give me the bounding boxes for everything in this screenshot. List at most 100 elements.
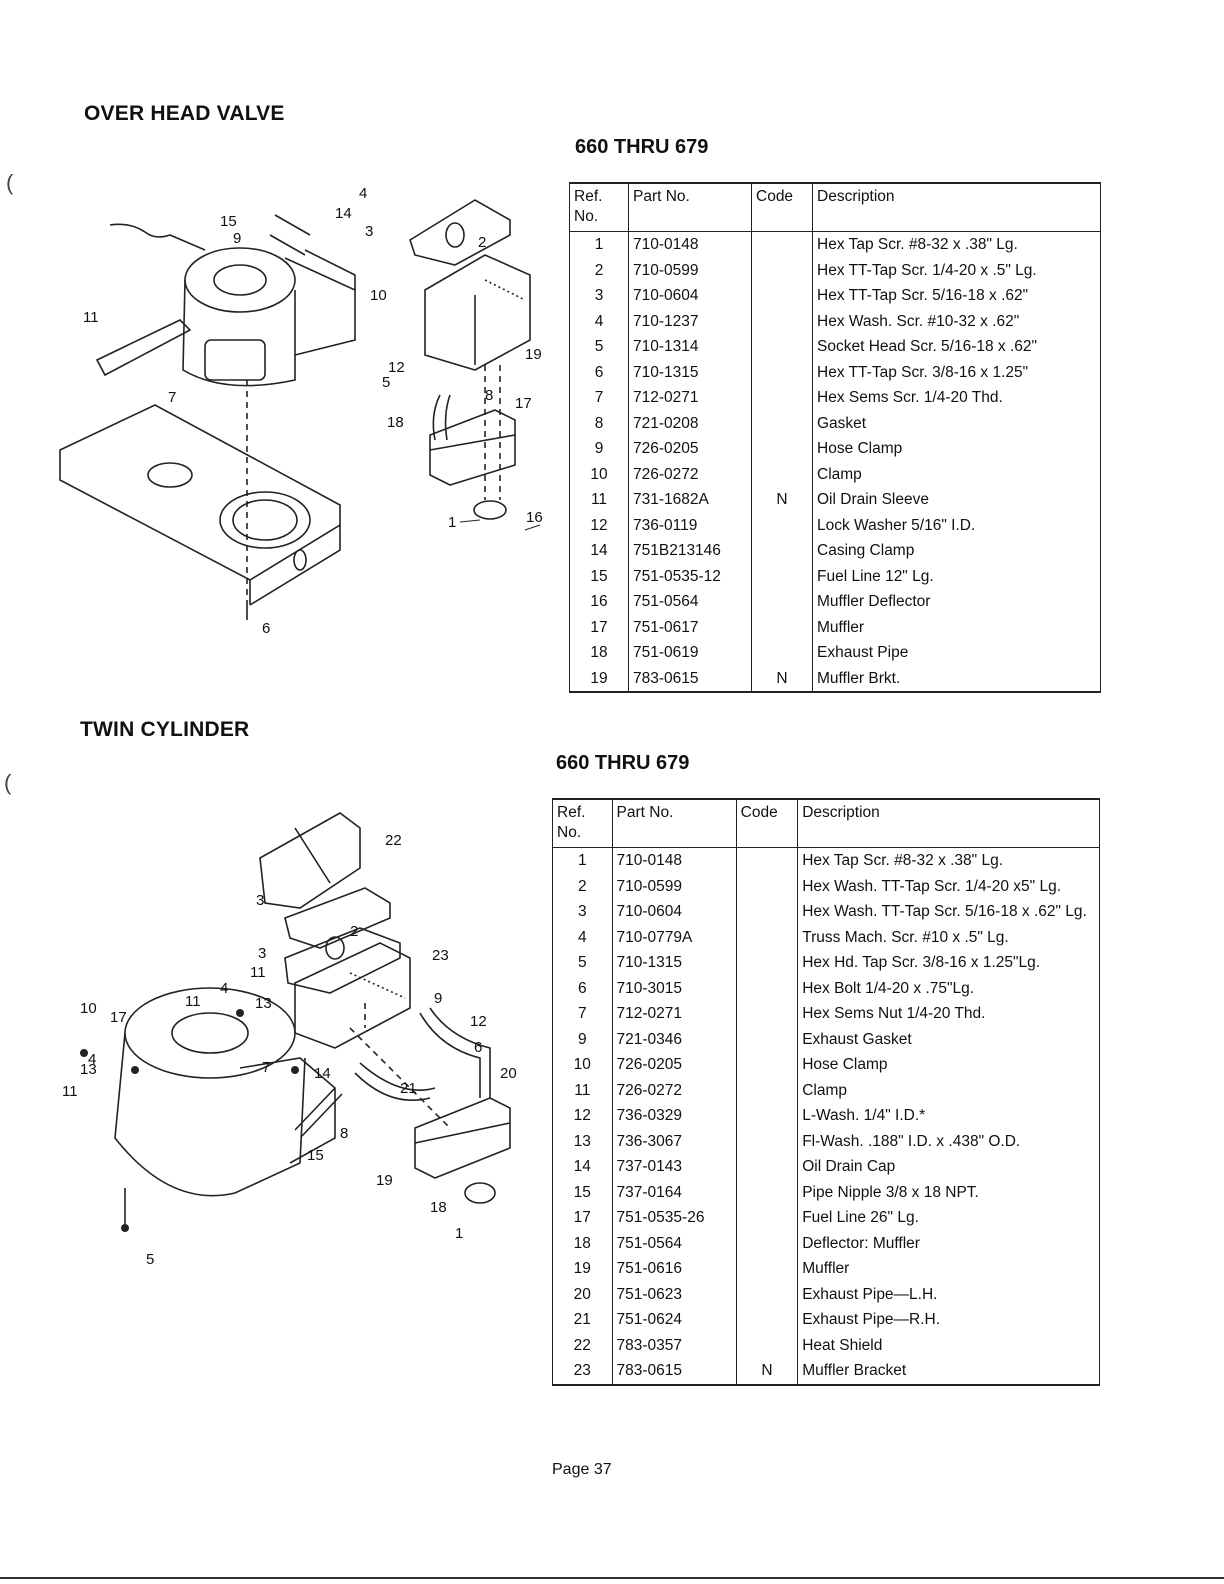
binding-hole-mark: (: [6, 170, 14, 195]
page-bottom-rule: [0, 1577, 1224, 1579]
ref-cell: 1: [552, 847, 613, 874]
code-column-header: Code: [735, 798, 799, 848]
ohv-callout: 15: [220, 213, 237, 230]
ref-cell: 4: [569, 308, 629, 334]
ref-cell: 13: [552, 1128, 613, 1154]
code-cell: [751, 436, 813, 462]
ref-cell: 2: [569, 257, 629, 283]
code-cell: [751, 461, 813, 487]
part-cell: 710-3015: [611, 975, 737, 1001]
ohv-heading: OVER HEAD VALVE: [84, 102, 285, 125]
ohv-callout: 7: [168, 389, 176, 406]
code-cell: [735, 1128, 799, 1154]
code-cell: [751, 640, 813, 666]
description-cell: Hex TT-Tap Scr. 3/8-16 x 1.25": [812, 359, 1101, 385]
code-column-header: Code: [751, 182, 813, 232]
part-cell: 751-0564: [628, 589, 752, 615]
part-cell: 726-0205: [611, 1052, 737, 1078]
part-cell: 783-0615: [628, 665, 752, 693]
twin-callout: 11: [62, 1083, 78, 1100]
description-cell: Exhaust Pipe—L.H.: [797, 1281, 1100, 1307]
ref-cell: 17: [569, 614, 629, 640]
ref-column-header: Ref. No.: [552, 798, 613, 848]
code-cell: [735, 847, 799, 874]
part-cell: 710-0604: [628, 283, 752, 309]
description-cell: Muffler: [797, 1256, 1100, 1282]
twin-callout: 15: [307, 1147, 324, 1164]
binding-hole-mark: (: [4, 770, 12, 795]
code-cell: [751, 308, 813, 334]
description-cell: Hex Wash. TT-Tap Scr. 5/16-18 x .62" Lg.: [797, 899, 1100, 925]
twin-callout: 3: [258, 945, 266, 962]
twin-callout: 10: [80, 1000, 97, 1017]
twin-callout: 5: [146, 1251, 154, 1268]
description-cell: Hex TT-Tap Scr. 1/4-20 x .5" Lg.: [812, 257, 1101, 283]
description-cell: Muffler: [812, 614, 1101, 640]
twin-callout: 18: [430, 1199, 447, 1216]
code-cell: [735, 1001, 799, 1027]
twin-callout: 6: [474, 1039, 482, 1056]
ref-cell: 6: [569, 359, 629, 385]
description-cell: Hex Tap Scr. #8-32 x .38" Lg.: [812, 231, 1101, 258]
part-cell: 721-0346: [611, 1026, 737, 1052]
twin-callout: 9: [434, 990, 442, 1007]
twin-callout: 23: [432, 947, 449, 964]
ref-cell: 9: [569, 436, 629, 462]
part-cell: 710-1237: [628, 308, 752, 334]
description-cell: Hose Clamp: [797, 1052, 1100, 1078]
part-cell: 710-1314: [628, 334, 752, 360]
ohv-callout: 10: [370, 287, 387, 304]
part-cell: 751-0619: [628, 640, 752, 666]
description-cell: Hex Wash. Scr. #10-32 x .62": [812, 308, 1101, 334]
description-cell: Casing Clamp: [812, 538, 1101, 564]
description-cell: Gasket: [812, 410, 1101, 436]
code-cell: [735, 1205, 799, 1231]
description-cell: Socket Head Scr. 5/16-18 x .62": [812, 334, 1101, 360]
description-cell: Hex Hd. Tap Scr. 3/8-16 x 1.25"Lg.: [797, 950, 1100, 976]
ref-cell: 15: [552, 1179, 613, 1205]
description-cell: Hex Sems Nut 1/4-20 Thd.: [797, 1001, 1100, 1027]
ohv-callout: 8: [485, 387, 493, 404]
part-cell: 710-1315: [628, 359, 752, 385]
twin-callout: 19: [376, 1172, 393, 1189]
twin-range: 660 THRU 679: [556, 752, 690, 774]
part-cell: 783-0615: [611, 1358, 737, 1386]
description-column-header: Description: [812, 182, 1101, 232]
twin-callout: 2: [350, 923, 358, 940]
code-cell: [735, 950, 799, 976]
twin-callout: 20: [500, 1065, 517, 1082]
ohv-callout: 17: [515, 395, 532, 412]
ref-cell: 17: [552, 1205, 613, 1231]
part-cell: 710-0148: [628, 231, 752, 258]
ohv-callout: 4: [359, 185, 367, 202]
code-cell: [751, 614, 813, 640]
twin-callout: 7: [262, 1059, 270, 1076]
ref-cell: 12: [569, 512, 629, 538]
ref-cell: 18: [569, 640, 629, 666]
ohv-callout: 3: [365, 223, 373, 240]
ref-cell: 14: [569, 538, 629, 564]
ohv-callout: 14: [335, 205, 352, 222]
ohv-callout: 18: [387, 414, 404, 431]
description-cell: Clamp: [797, 1077, 1100, 1103]
code-cell: N: [735, 1358, 799, 1386]
ref-cell: 6: [552, 975, 613, 1001]
part-cell: 783-0357: [611, 1332, 737, 1358]
ref-cell: 5: [552, 950, 613, 976]
ohv-callout: 11: [83, 309, 99, 326]
ref-cell: 3: [569, 283, 629, 309]
part-cell: 751-0535-26: [611, 1205, 737, 1231]
page-number: Page 37: [552, 1461, 612, 1478]
part-cell: 710-0599: [628, 257, 752, 283]
code-cell: [751, 410, 813, 436]
